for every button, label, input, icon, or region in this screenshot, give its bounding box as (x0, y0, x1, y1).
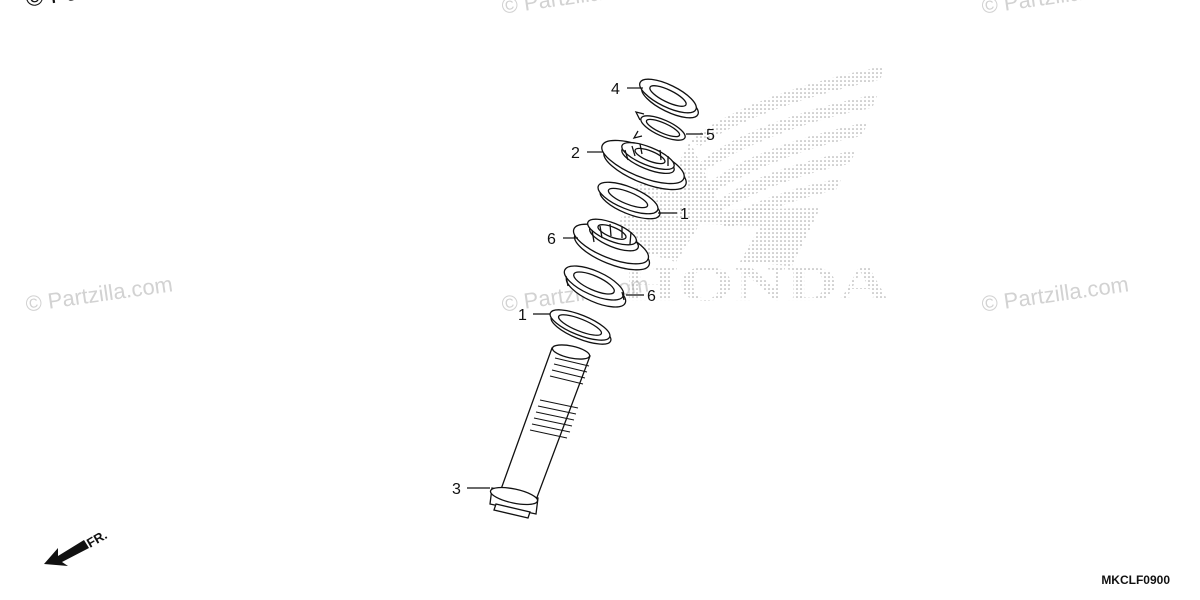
callout-6-upper: 6 (547, 231, 556, 248)
front-direction-arrow-icon: FR. (44, 527, 110, 566)
callout-1-upper: 1 (680, 206, 689, 223)
part-6-bearing-lower (563, 265, 627, 308)
callout-3: 3 (452, 481, 461, 498)
callout-5: 5 (706, 127, 715, 144)
part-6-bearing-upper (572, 218, 651, 271)
part-4-locknut (639, 78, 699, 119)
part-1-dust-seal-upper (597, 181, 661, 220)
callout-2: 2 (571, 145, 580, 162)
honda-wordmark: HONDA (622, 255, 890, 311)
part-5-lock-washer (632, 111, 686, 141)
part-3-steering-stem (489, 344, 591, 519)
callout-6-lower: 6 (647, 288, 656, 305)
callout-4: 4 (611, 81, 620, 98)
part-1-dust-seal-lower (549, 309, 612, 345)
callout-1-lower: 1 (518, 307, 527, 324)
callout-leaders (467, 87, 703, 489)
part-2-adjusting-nut (601, 139, 687, 191)
diagram-code: MKCLF0900 (1101, 573, 1170, 587)
